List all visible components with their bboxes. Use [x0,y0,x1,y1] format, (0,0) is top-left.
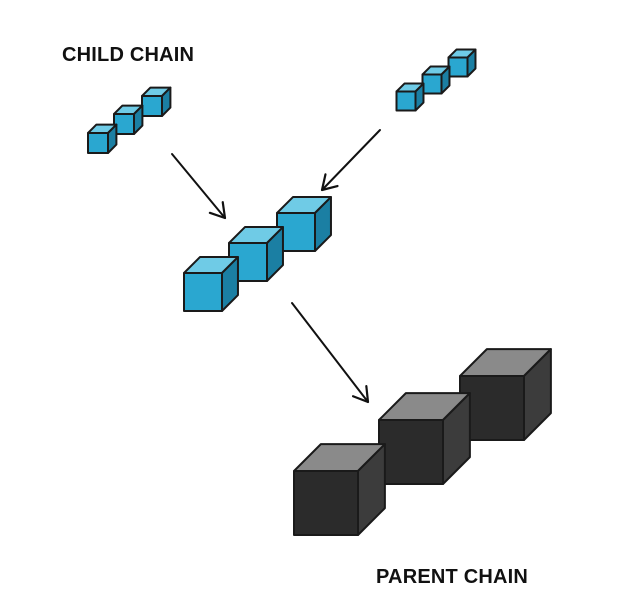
child-chain-right-block-3 [447,48,477,78]
child-chain-left-block-2 [113,104,144,135]
child-chain-left [87,86,172,154]
child-chain-merged-block-3 [276,196,332,252]
child-chain-merged-block-1 [183,256,239,312]
arrow-left-to-merged [171,153,227,220]
arrow-right-to-merged [320,129,381,192]
arrow-to-parent [291,302,370,404]
child-chain-left-block-3 [141,86,172,117]
parent-chain-block-3 [459,348,552,441]
child-chain-right-block-1 [395,82,425,112]
child-chain-label: CHILD CHAIN [62,44,195,66]
child-chain-merged [183,196,332,312]
child-chain-right-block-2 [421,65,451,95]
child-chain-left-block-1 [87,123,118,154]
parent-chain-block-1 [293,443,386,536]
child-chain-merged-block-2 [228,226,284,282]
parent-chain [293,348,552,536]
child-chain-right [395,48,477,112]
parent-chain-block-2 [378,392,471,485]
parent-chain-label: PARENT CHAIN [376,566,529,588]
